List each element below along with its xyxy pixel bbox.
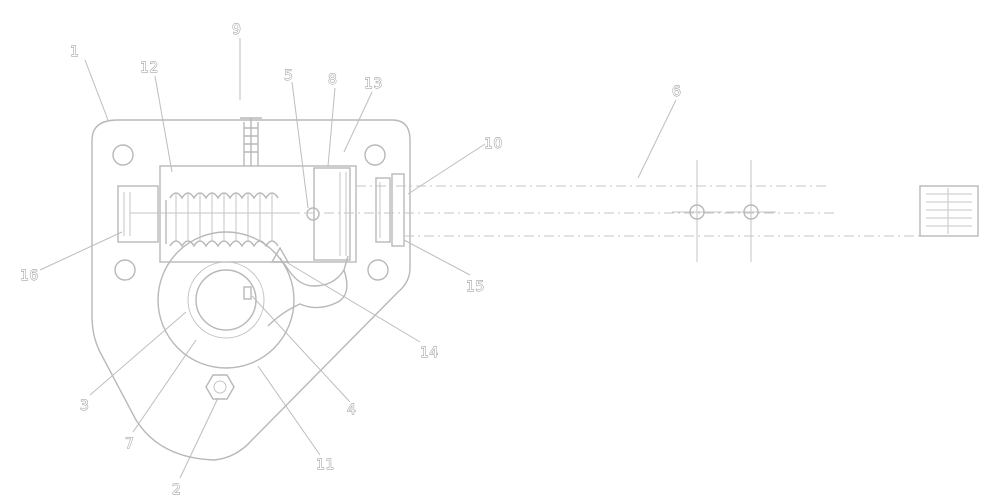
sleeve [313, 167, 351, 261]
plate-hole-top-left [112, 144, 134, 166]
callout-9: 9 [232, 22, 241, 38]
callout-6: 6 [672, 84, 681, 100]
callout-14: 14 [420, 345, 439, 361]
worm-spring [165, 192, 279, 248]
callout-12: 12 [140, 60, 159, 76]
key [243, 286, 252, 300]
callout-13: 13 [364, 76, 383, 92]
plate-hole-bottom-right [367, 259, 389, 281]
callout-3: 3 [80, 398, 89, 414]
bottom-nut [205, 374, 235, 400]
callout-5: 5 [284, 68, 293, 84]
shaft-hole-1 [672, 160, 722, 262]
worm-gear [157, 231, 295, 369]
pin [306, 207, 320, 221]
leader-lines [39, 38, 677, 479]
top-screw [240, 117, 262, 166]
callout-4: 4 [347, 402, 356, 418]
mounting-plate [91, 119, 411, 461]
callout-11: 11 [316, 457, 335, 473]
collar [375, 177, 391, 243]
callout-2: 2 [172, 482, 181, 498]
shaft-hole-2 [726, 160, 776, 262]
callout-7: 7 [125, 436, 134, 452]
gear-bore [195, 269, 257, 331]
worm-housing [159, 165, 357, 263]
plate-hole-top-right [364, 144, 386, 166]
plate-hole-bottom-left [114, 259, 136, 281]
callout-1: 1 [70, 44, 79, 60]
spring-clip [267, 255, 349, 327]
callout-15: 15 [466, 279, 485, 295]
knurled-end [919, 185, 979, 237]
callout-16: 16 [20, 268, 39, 284]
left-bushing [117, 185, 159, 243]
callout-8: 8 [328, 72, 337, 88]
callout-10: 10 [484, 136, 503, 152]
